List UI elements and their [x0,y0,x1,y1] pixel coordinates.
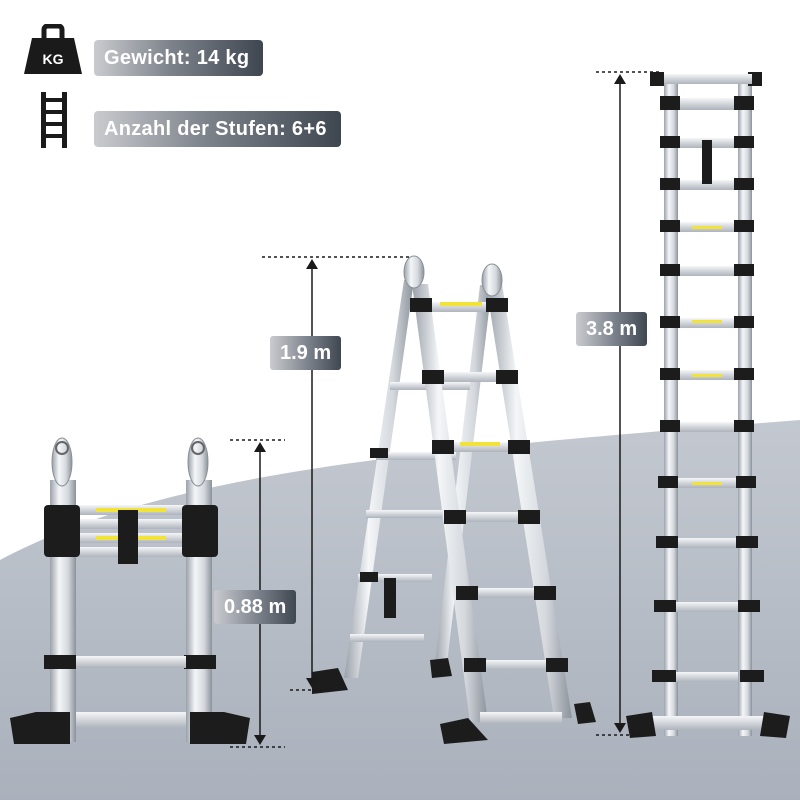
dimension-line-extended [596,71,660,736]
kettlebell-weight-icon: KG [24,24,82,74]
a-frame-height-label: 1.9 m [270,336,342,370]
folded-ladder [10,437,250,744]
extended-height-label: 3.8 m [576,312,648,346]
a-frame-ladder [312,255,596,744]
steps-spec-badge: Anzahl der Stufen: 6+6 [94,111,341,147]
dimension-line-a-frame [262,256,410,691]
svg-text:KG: KG [43,51,64,67]
weight-spec-badge: Gewicht: 14 kg [94,40,264,76]
ladder-icon [41,92,67,148]
extended-ladder [626,72,790,738]
folded-height-label: 0.88 m [214,590,297,624]
